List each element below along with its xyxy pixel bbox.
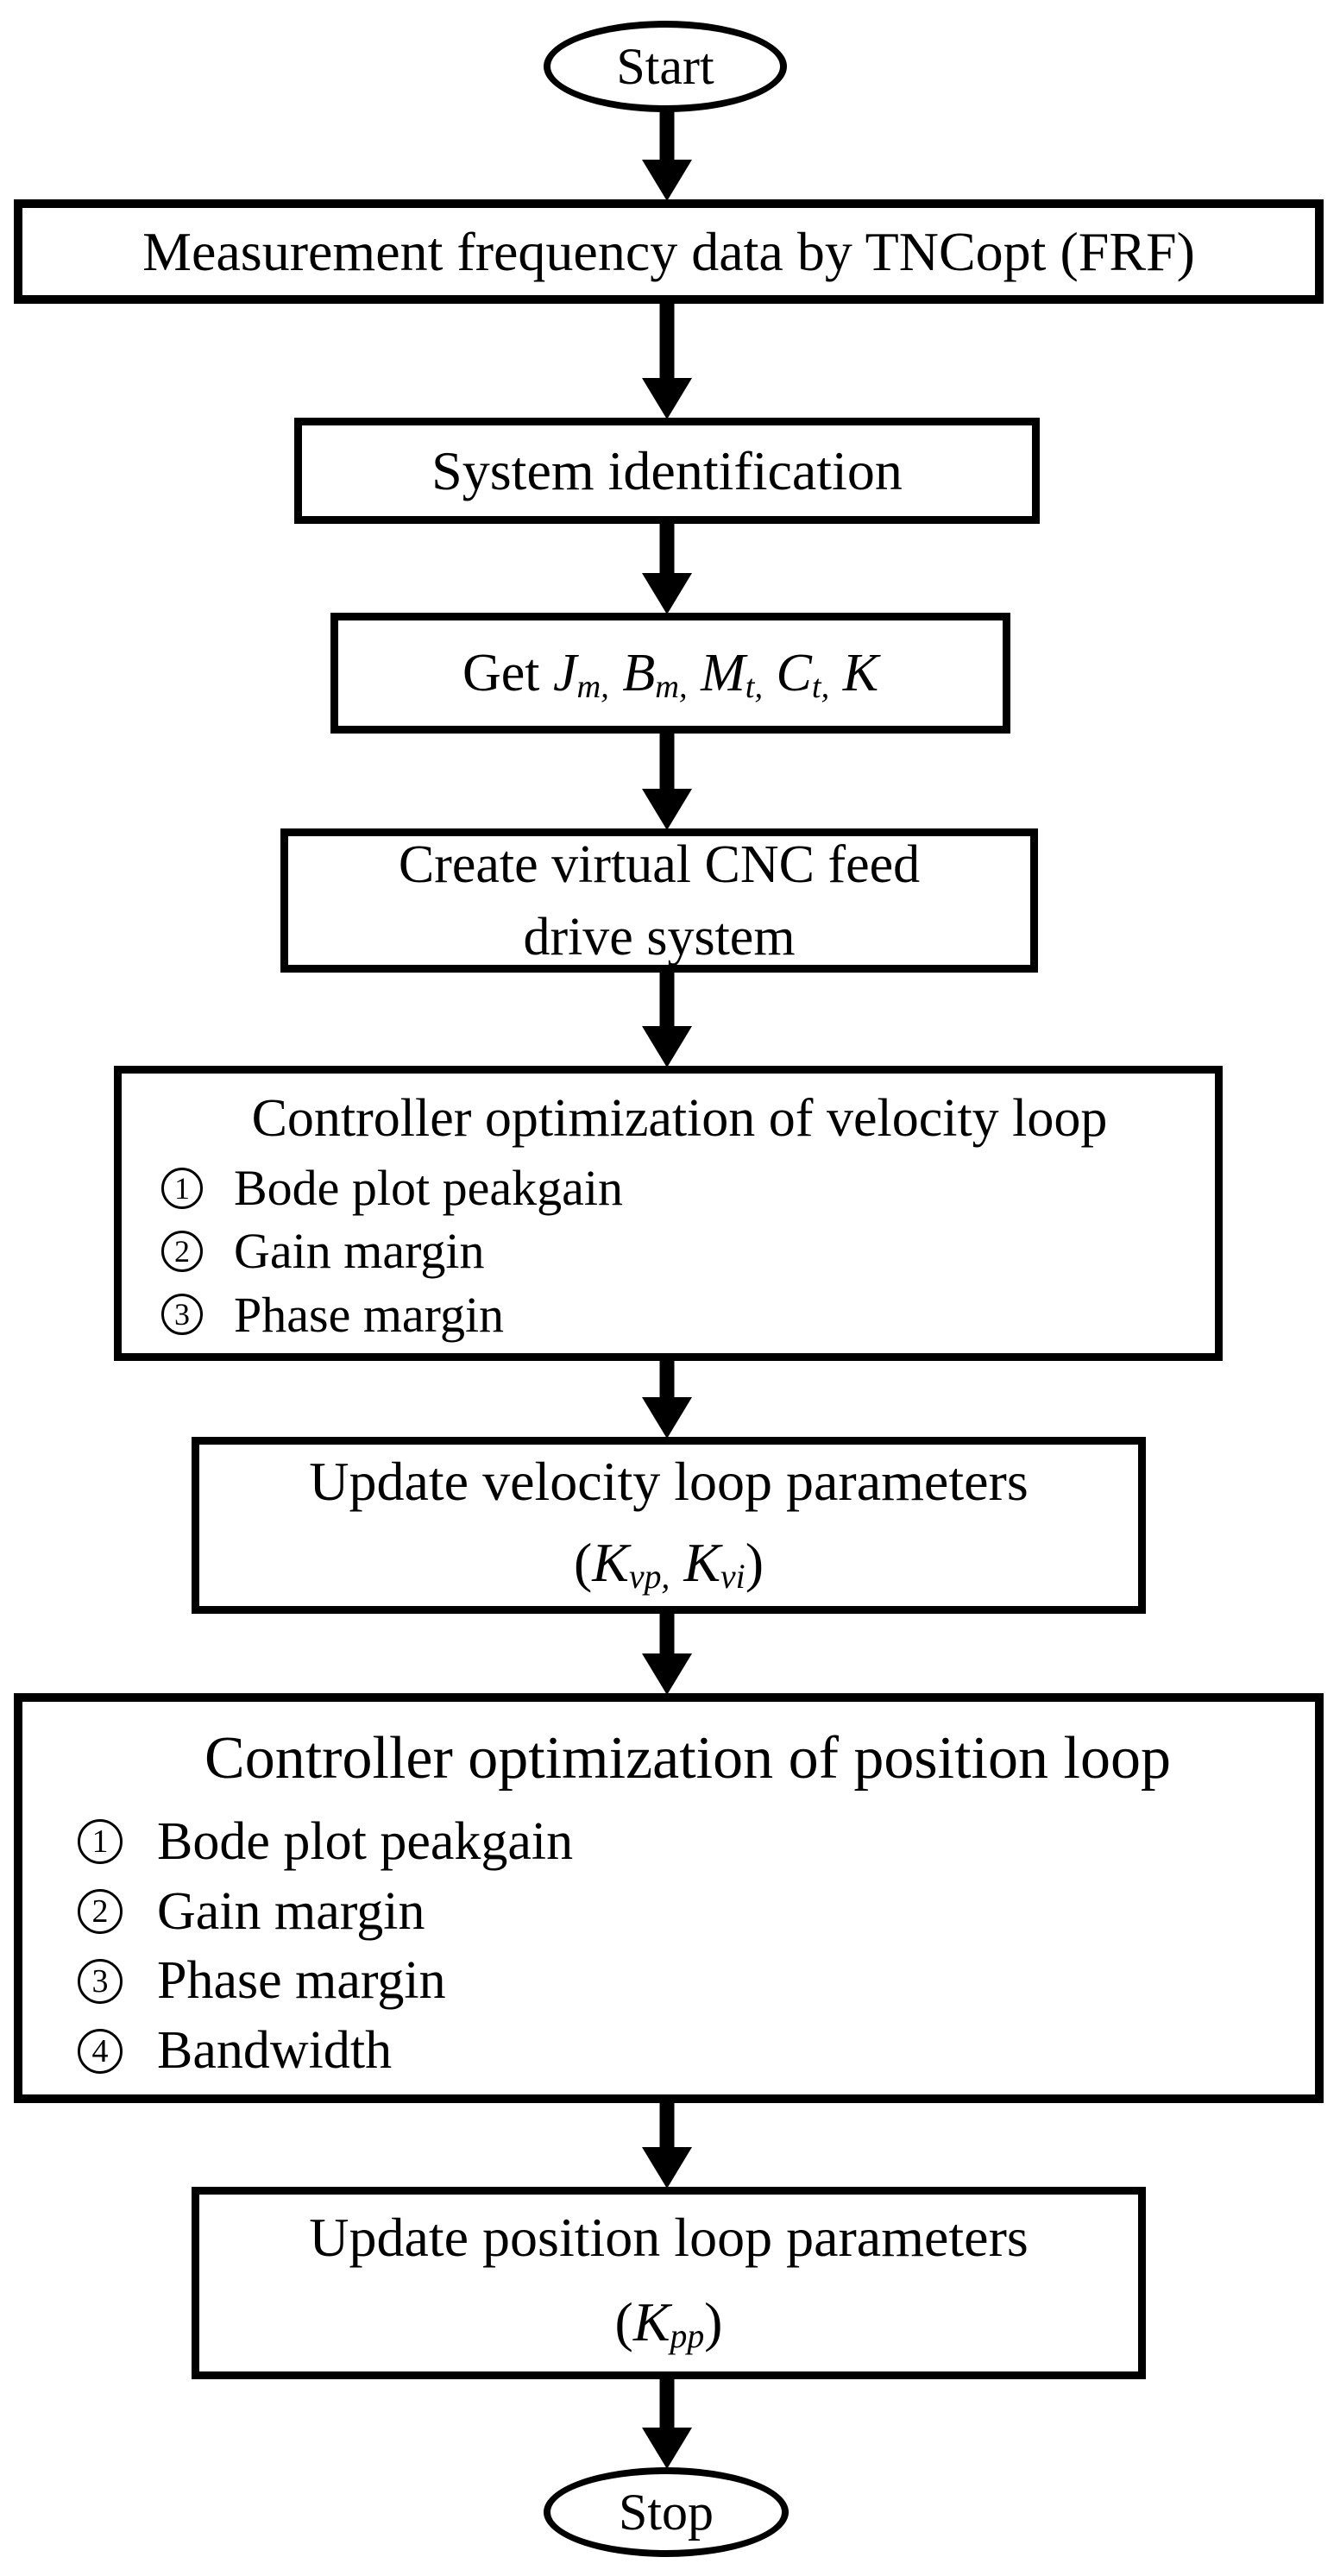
arrow-update-velocity-to-position-icon	[642, 1612, 692, 1695]
circled-number-3-icon: 3	[161, 1294, 203, 1336]
circled-number-1-icon: 1	[161, 1167, 203, 1209]
velocity-item-2-label: Gain margin	[234, 1223, 485, 1280]
system-identification-text: System identification	[431, 439, 903, 501]
arrow-stem	[659, 1612, 675, 1660]
arrow-velocity-to-update-icon	[642, 1359, 692, 1439]
arrow-stem	[659, 1359, 675, 1404]
flow-box-create-virtual-system: Create virtual CNC feed drive system	[280, 828, 1038, 973]
arrow-stem	[659, 109, 675, 167]
arrow-measurement-to-identification-icon	[642, 302, 692, 419]
velocity-item-1: 1 Bode plot peakgain	[161, 1156, 1198, 1219]
arrow-head	[642, 378, 692, 419]
measurement-text: Measurement frequency data by TNCopt (FR…	[142, 220, 1195, 282]
position-item-1: 1 Bode plot peakgain	[78, 1807, 1298, 1877]
flow-box-measurement: Measurement frequency data by TNCopt (FR…	[14, 199, 1324, 304]
arrow-start-to-measurement-icon	[642, 109, 692, 201]
arrow-update-position-to-stop-icon	[642, 2378, 692, 2469]
position-item-4: 4 Bandwidth	[78, 2016, 1298, 2086]
arrow-head	[642, 160, 692, 201]
position-item-1-label: Bode plot peakgain	[157, 1811, 574, 1871]
circled-number-1-icon: 1	[78, 1819, 123, 1865]
arrow-identification-to-get-icon	[642, 522, 692, 614]
arrow-head	[642, 1653, 692, 1695]
update-velocity-params: (Kvp, Kvi)	[573, 1531, 764, 1597]
position-item-3: 3 Phase margin	[78, 1947, 1298, 2017]
circled-number-3-icon: 3	[78, 1958, 123, 2004]
get-parameters-text: Get Jm, Bm, Mt, Ct, K	[462, 643, 879, 705]
arrow-position-to-update-icon	[642, 2101, 692, 2189]
create-virtual-line1: Create virtual CNC feed	[398, 835, 921, 894]
flow-box-position-optimization: Controller optimization of position loop…	[14, 1693, 1324, 2103]
position-item-3-label: Phase margin	[157, 1951, 446, 2011]
stop-label: Stop	[618, 2483, 714, 2541]
circled-number-2-icon: 2	[78, 1889, 123, 1935]
arrow-stem	[659, 302, 675, 385]
position-item-2: 2 Gain margin	[78, 1877, 1298, 1947]
flow-box-system-identification: System identification	[294, 418, 1040, 524]
arrow-create-to-velocity-icon	[642, 971, 692, 1068]
arrow-head	[642, 789, 692, 830]
velocity-item-1-label: Bode plot peakgain	[234, 1160, 624, 1217]
arrow-head	[642, 2428, 692, 2469]
position-item-2-label: Gain margin	[157, 1881, 425, 1941]
flow-box-update-position: Update position loop parameters (Kpp)	[192, 2187, 1146, 2379]
arrow-stem	[659, 732, 675, 796]
create-virtual-line2: drive system	[523, 907, 796, 967]
arrow-stem	[659, 2101, 675, 2154]
arrow-stem	[659, 522, 675, 580]
update-position-line1: Update position loop parameters	[309, 2206, 1029, 2268]
update-velocity-line1: Update velocity loop parameters	[309, 1450, 1029, 1512]
arrow-head	[642, 1397, 692, 1439]
velocity-optimization-title: Controller optimization of velocity loop	[251, 1089, 1108, 1148]
position-optimization-title: Controller optimization of position loop	[204, 1725, 1171, 1792]
position-item-4-label: Bandwidth	[157, 2021, 393, 2081]
arrow-stem	[659, 2378, 675, 2434]
flow-node-stop: Stop	[544, 2467, 789, 2557]
start-label: Start	[616, 37, 714, 95]
flow-box-velocity-optimization: Controller optimization of velocity loop…	[114, 1066, 1223, 1361]
velocity-item-2: 2 Gain margin	[161, 1219, 1198, 1282]
velocity-item-3: 3 Phase margin	[161, 1283, 1198, 1346]
arrow-head	[642, 2147, 692, 2189]
circled-number-4-icon: 4	[78, 2028, 123, 2074]
flow-box-get-parameters: Get Jm, Bm, Mt, Ct, K	[330, 613, 1010, 734]
arrow-head	[642, 1026, 692, 1068]
flow-node-start: Start	[544, 21, 787, 112]
circled-number-2-icon: 2	[161, 1230, 203, 1272]
arrow-get-to-create-icon	[642, 732, 692, 830]
velocity-item-3-label: Phase margin	[234, 1286, 505, 1343]
update-position-params: (Kpp)	[614, 2290, 723, 2356]
arrow-head	[642, 573, 692, 614]
arrow-stem	[659, 971, 675, 1033]
flow-box-update-velocity: Update velocity loop parameters (Kvp, Kv…	[192, 1437, 1146, 1614]
